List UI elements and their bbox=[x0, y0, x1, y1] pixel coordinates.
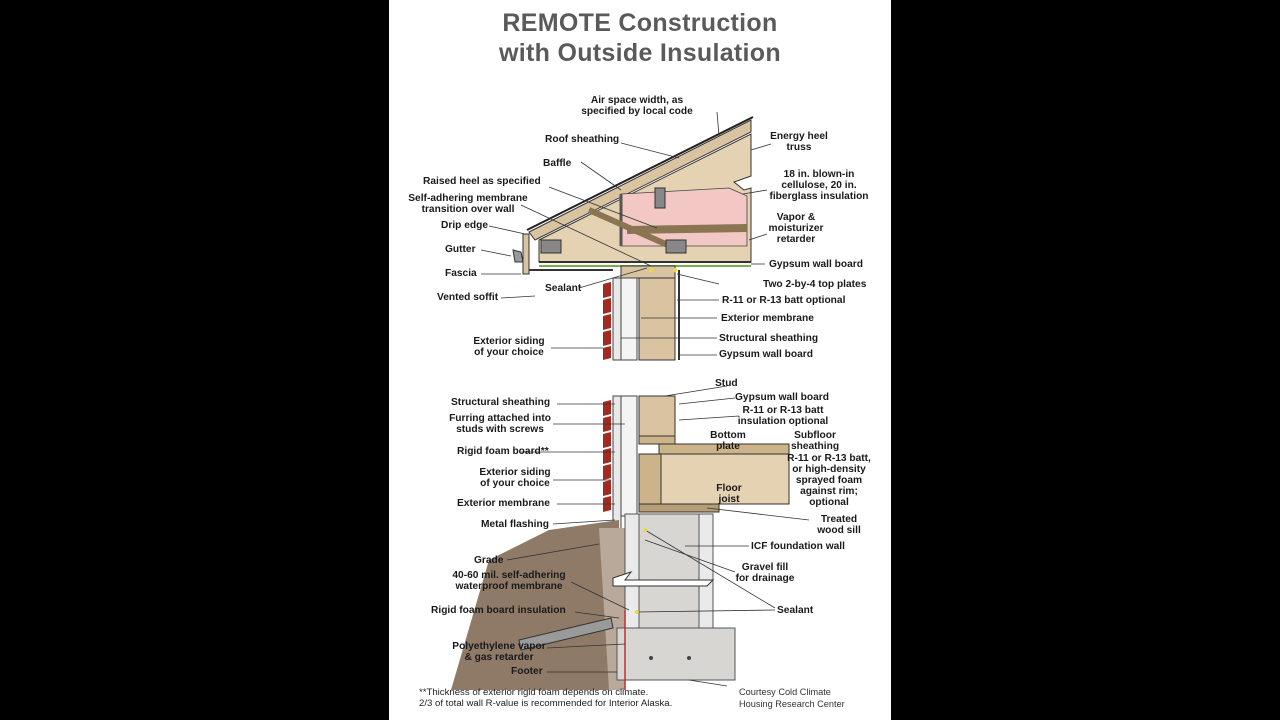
bottom-plate bbox=[638, 435, 676, 445]
label-top-plates: Two 2-by-4 top plates bbox=[763, 279, 867, 290]
footnote-line-2: 2/3 of total wall R-value is recommended… bbox=[419, 698, 673, 709]
label-ext-membrane-top: Exterior membrane bbox=[721, 313, 814, 324]
grade-soil bbox=[451, 520, 619, 690]
footnote-line-1: **Thickness of exterior rigid foam depen… bbox=[419, 687, 649, 698]
attic-insulation bbox=[620, 187, 748, 247]
label-r11-top: R-11 or R-13 batt optional bbox=[722, 295, 846, 306]
label-icf: ICF foundation wall bbox=[751, 541, 845, 552]
roof-top-edge bbox=[526, 116, 754, 231]
lower-siding bbox=[603, 400, 611, 512]
label-sealant-top: Sealant bbox=[545, 283, 582, 294]
label-gypsum-wall-top: Gypsum wall board bbox=[719, 349, 813, 360]
label-grade: Grade bbox=[474, 555, 504, 566]
label-gypsum-low: Gypsum wall board bbox=[735, 392, 829, 403]
gusset-plate bbox=[540, 239, 562, 254]
label-sealant-low: Sealant bbox=[777, 605, 814, 616]
rim-joist bbox=[638, 453, 662, 505]
label-footer: Footer bbox=[511, 666, 543, 677]
label-rigid-foam-ins: Rigid foam board insulation bbox=[431, 605, 566, 616]
label-drip-edge: Drip edge bbox=[441, 220, 488, 231]
label-vented-soffit: Vented soffit bbox=[437, 292, 499, 303]
lower-stud bbox=[638, 395, 676, 437]
gusset-plate bbox=[665, 239, 687, 254]
footer bbox=[616, 627, 736, 681]
title-line-2: with Outside Insulation bbox=[499, 39, 781, 67]
icf-foam-face bbox=[698, 513, 714, 635]
label-struct-sheathing-top: Structural sheathing bbox=[719, 333, 819, 344]
construction-drawing bbox=[451, 111, 810, 690]
label-stud: Stud bbox=[715, 378, 738, 389]
label-gutter: Gutter bbox=[445, 244, 476, 255]
label-roof-sheathing: Roof sheathing bbox=[545, 134, 620, 145]
upper-stud bbox=[638, 277, 676, 361]
top-plates bbox=[620, 265, 676, 279]
label-gypsum-ceiling: Gypsum wall board bbox=[769, 259, 863, 270]
gutter bbox=[512, 249, 524, 263]
label-poly: Polyethylene vapor& gas retarder bbox=[452, 641, 546, 663]
drain-board bbox=[518, 617, 614, 651]
sealant-dots bbox=[635, 267, 678, 614]
label-rigid-foam: Rigid foam board** bbox=[457, 446, 549, 457]
credit-line-1: Courtesy Cold Climate bbox=[739, 687, 831, 697]
upper-siding bbox=[603, 282, 611, 360]
credit-line-2: Housing Research Center bbox=[739, 699, 845, 709]
label-fascia: Fascia bbox=[445, 268, 477, 279]
label-metal-flashing: Metal flashing bbox=[481, 519, 549, 530]
floor-joist bbox=[660, 453, 790, 505]
label-baffle: Baffle bbox=[543, 158, 572, 169]
label-ext-membrane-low: Exterior membrane bbox=[457, 498, 550, 509]
label-struct-sheathing-low: Structural sheathing bbox=[451, 397, 551, 408]
diagram-sheet: REMOTE Construction with Outside Insulat… bbox=[389, 0, 891, 720]
treated-sill bbox=[638, 503, 720, 513]
fascia-board bbox=[522, 233, 530, 275]
gusset-plate bbox=[654, 187, 666, 209]
title-line-1: REMOTE Construction bbox=[502, 9, 778, 37]
leader-lines bbox=[480, 111, 810, 687]
label-raised-heel: Raised heel as specified bbox=[423, 176, 541, 187]
